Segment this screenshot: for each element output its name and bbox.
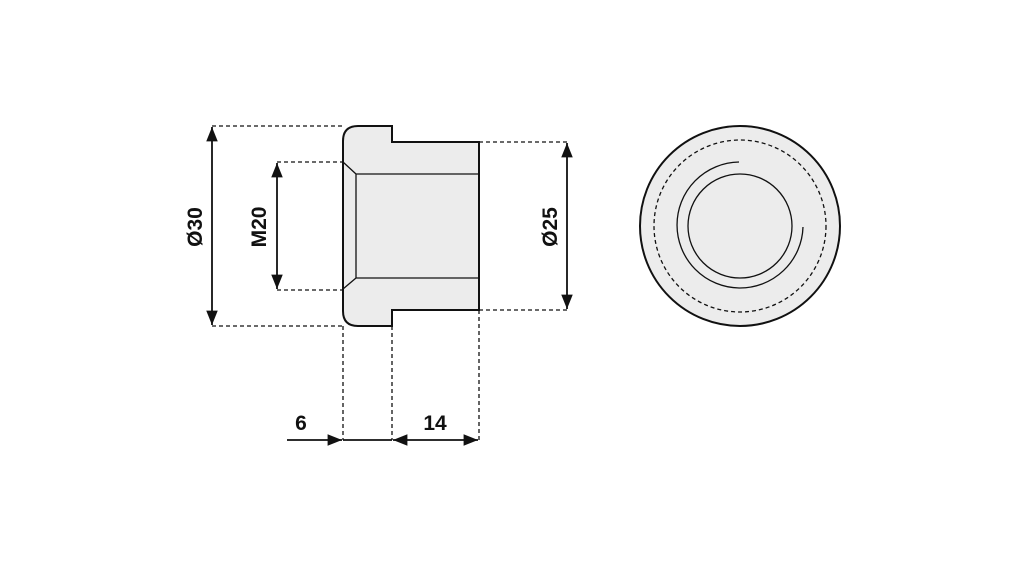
dimension-labels: Ø30 M20 Ø25 6 14: [184, 207, 562, 435]
bore-outline: [342, 161, 479, 290]
label-flange-length: 6: [295, 412, 307, 435]
body-hidden-circle: [653, 139, 827, 313]
dimension-lines: [206, 127, 573, 446]
label-body-diameter: Ø25: [539, 207, 562, 247]
extension-lines: [212, 125, 567, 440]
label-thread: M20: [248, 207, 271, 248]
part-outline: [342, 125, 480, 327]
label-outer-diameter: Ø30: [184, 207, 207, 247]
end-view: [639, 125, 841, 327]
bore-circle: [687, 173, 793, 279]
thread-arc: [676, 161, 804, 289]
side-view: [342, 125, 480, 327]
label-body-length: 14: [423, 412, 447, 435]
outer-circle: [639, 125, 841, 327]
